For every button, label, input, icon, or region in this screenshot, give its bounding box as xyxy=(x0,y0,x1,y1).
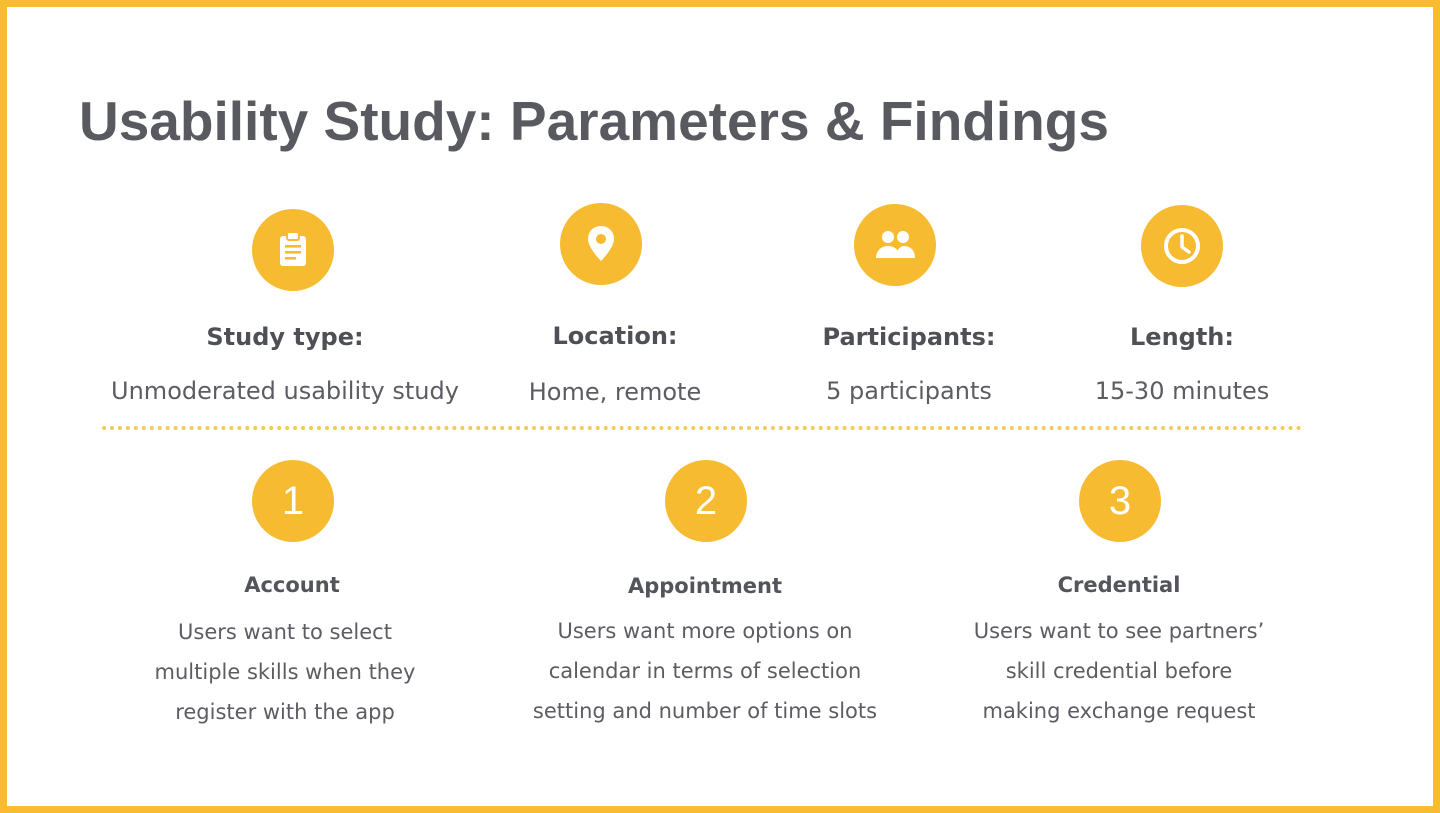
finding-1-line: Users want to select xyxy=(178,620,392,644)
finding-1-description: Users want to select multiple skills whe… xyxy=(75,612,495,732)
study-type-value: Unmoderated usability study xyxy=(111,377,459,405)
finding-1-number: 1 xyxy=(281,479,305,523)
finding-3-description: Users want to see partners’ skill creden… xyxy=(909,611,1329,731)
finding-2-line: Users want more options on xyxy=(557,619,853,643)
clipboard-icon xyxy=(280,231,306,266)
finding-2-line: calendar in terms of selection xyxy=(548,659,862,683)
finding-2-number-circle: 2 xyxy=(665,460,747,542)
location-label: Location: xyxy=(552,322,678,350)
page-title: Usability Study: Parameters & Findings xyxy=(79,90,1109,152)
finding-2-title: Appointment xyxy=(627,574,783,598)
finding-1-line: register with the app xyxy=(175,700,395,724)
finding-1-line: multiple skills when they xyxy=(154,660,416,684)
finding-2-number: 2 xyxy=(694,479,718,523)
finding-3-number-circle: 3 xyxy=(1079,460,1161,542)
people-icon xyxy=(876,231,915,258)
finding-3-number: 3 xyxy=(1108,479,1132,523)
finding-1-title: Account xyxy=(244,573,340,597)
finding-1-number-circle: 1 xyxy=(252,460,334,542)
participants-label: Participants: xyxy=(822,323,996,351)
location-icon-circle xyxy=(560,203,642,285)
study-type-icon-circle xyxy=(252,209,334,291)
location-pin-icon xyxy=(588,226,614,261)
participants-value: 5 participants xyxy=(826,377,992,405)
participants-icon-circle xyxy=(854,204,936,286)
length-icon-circle xyxy=(1141,205,1223,287)
finding-3-title: Credential xyxy=(1057,573,1181,597)
study-type-label: Study type: xyxy=(206,323,364,351)
finding-3-line: making exchange request xyxy=(982,699,1256,723)
finding-3-line: Users want to see partners’ xyxy=(973,619,1265,643)
length-value: 15-30 minutes xyxy=(1094,377,1270,405)
dotted-divider xyxy=(102,426,1302,430)
location-value: Home, remote xyxy=(528,378,702,406)
finding-3-line: skill credential before xyxy=(1005,659,1233,683)
length-label: Length: xyxy=(1130,323,1234,351)
clock-icon xyxy=(1164,228,1200,264)
finding-2-line: setting and number of time slots xyxy=(532,699,878,723)
finding-2-description: Users want more options on calendar in t… xyxy=(495,611,915,731)
